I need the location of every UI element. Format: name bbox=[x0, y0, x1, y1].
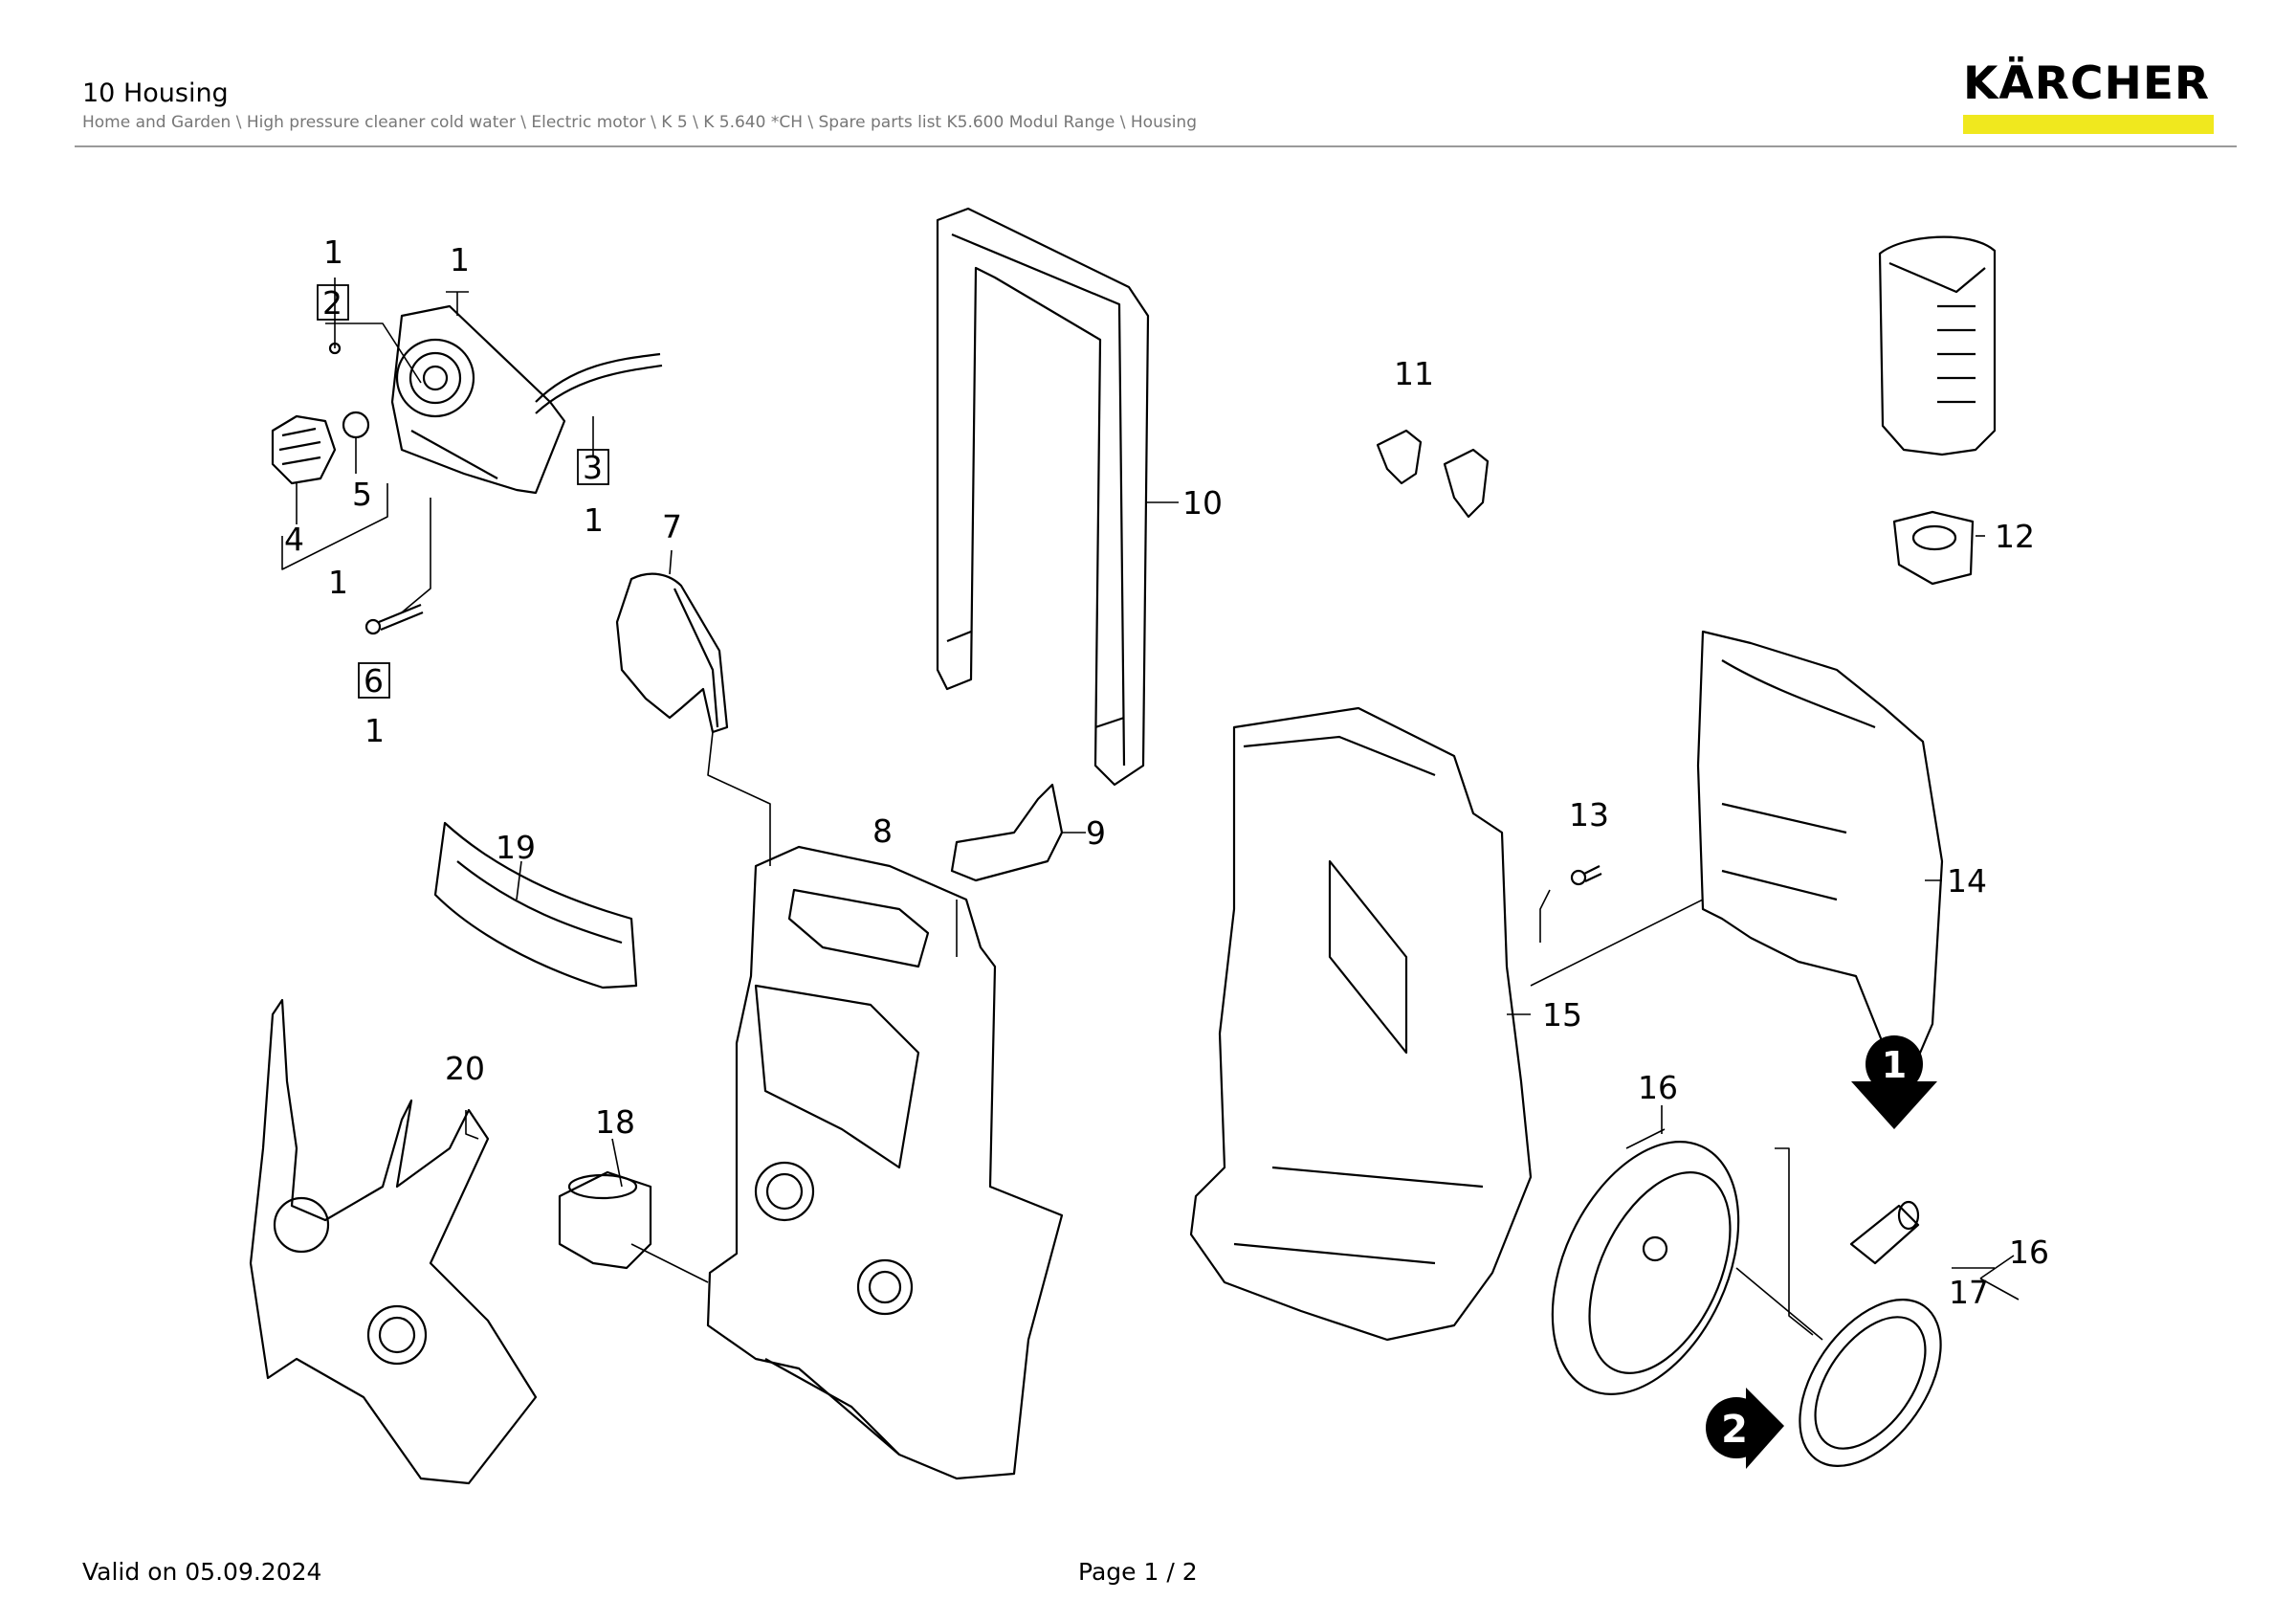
logo-yellow-bar bbox=[1963, 115, 2214, 134]
part-17-hubcap bbox=[1799, 1299, 1942, 1467]
callout-labels: 1 2 1 5 4 1 3 1 6 1 7 10 11 12 13 14 15 … bbox=[284, 233, 2049, 1311]
part-16-wheel bbox=[1551, 1141, 1740, 1395]
callout-16-b: 16 bbox=[2009, 1234, 2049, 1271]
header-divider bbox=[75, 145, 2237, 147]
karcher-logo: KÄRCHER bbox=[1963, 59, 2219, 140]
leader-lines bbox=[281, 278, 2020, 1341]
callout-6: 6 bbox=[364, 662, 384, 700]
part-7-cover bbox=[615, 572, 729, 734]
callout-17: 17 bbox=[1949, 1274, 1989, 1311]
part-10-handle bbox=[936, 207, 1150, 787]
part-9-hook bbox=[950, 783, 1064, 882]
callout-12: 12 bbox=[1995, 518, 2035, 555]
callout-10: 10 bbox=[1182, 484, 1223, 522]
callout-18: 18 bbox=[595, 1103, 635, 1141]
part-19-logo-trim bbox=[433, 821, 638, 989]
callout-15: 15 bbox=[1542, 996, 1582, 1034]
part-4-cap bbox=[271, 414, 337, 485]
marker-1-label: 1 bbox=[1882, 1044, 1907, 1086]
callout-20: 20 bbox=[445, 1050, 485, 1087]
callout-3-box bbox=[577, 449, 609, 485]
callout-14: 14 bbox=[1947, 862, 1987, 900]
marker-1-arrow: 1 bbox=[1851, 1035, 1937, 1129]
callout-2: 2 bbox=[322, 284, 342, 322]
breadcrumb: Home and Garden \ High pressure cleaner … bbox=[82, 113, 1197, 132]
part-1-hose-connector bbox=[390, 304, 663, 495]
part-15-chassis bbox=[1189, 706, 1533, 1342]
marker-2-label: 2 bbox=[1721, 1408, 1748, 1452]
part-11-fittings bbox=[1376, 429, 1490, 519]
part-12-handle-grip bbox=[1878, 235, 1997, 586]
marker-2-arrow: 2 bbox=[1706, 1388, 1784, 1469]
axle-pin bbox=[1849, 1200, 1920, 1265]
callout-2-box bbox=[317, 284, 349, 321]
part-5-o-ring bbox=[342, 411, 370, 439]
callout-1-d: 1 bbox=[584, 501, 604, 539]
callout-5: 5 bbox=[352, 476, 372, 513]
callout-16-a: 16 bbox=[1638, 1069, 1678, 1106]
part-13-screw bbox=[1570, 865, 1602, 886]
page-title: 10 Housing bbox=[82, 78, 229, 108]
callout-3: 3 bbox=[583, 449, 603, 486]
callout-7: 7 bbox=[662, 508, 682, 545]
callout-1-e: 1 bbox=[364, 712, 385, 749]
logo-wordmark: KÄRCHER bbox=[1963, 57, 2211, 110]
callout-1-c: 1 bbox=[328, 564, 348, 601]
valid-date: Valid on 05.09.2024 bbox=[82, 1558, 322, 1586]
callout-8: 8 bbox=[872, 812, 893, 850]
callout-19: 19 bbox=[496, 829, 536, 866]
callout-11: 11 bbox=[1394, 355, 1434, 392]
part-18-clip bbox=[558, 1170, 652, 1270]
callout-6-box bbox=[358, 662, 390, 699]
callout-4: 4 bbox=[284, 521, 304, 558]
part-14-rear-panel bbox=[1696, 630, 1944, 1059]
part-8-front-housing bbox=[706, 845, 1064, 1480]
page-number: Page 1 / 2 bbox=[1078, 1558, 1198, 1586]
callout-13: 13 bbox=[1569, 796, 1609, 834]
callout-1-a: 1 bbox=[323, 233, 343, 271]
part-20-side-panel bbox=[249, 998, 538, 1485]
part-6-screw bbox=[364, 603, 424, 635]
callout-9: 9 bbox=[1086, 814, 1106, 852]
callout-1-b: 1 bbox=[450, 241, 470, 278]
